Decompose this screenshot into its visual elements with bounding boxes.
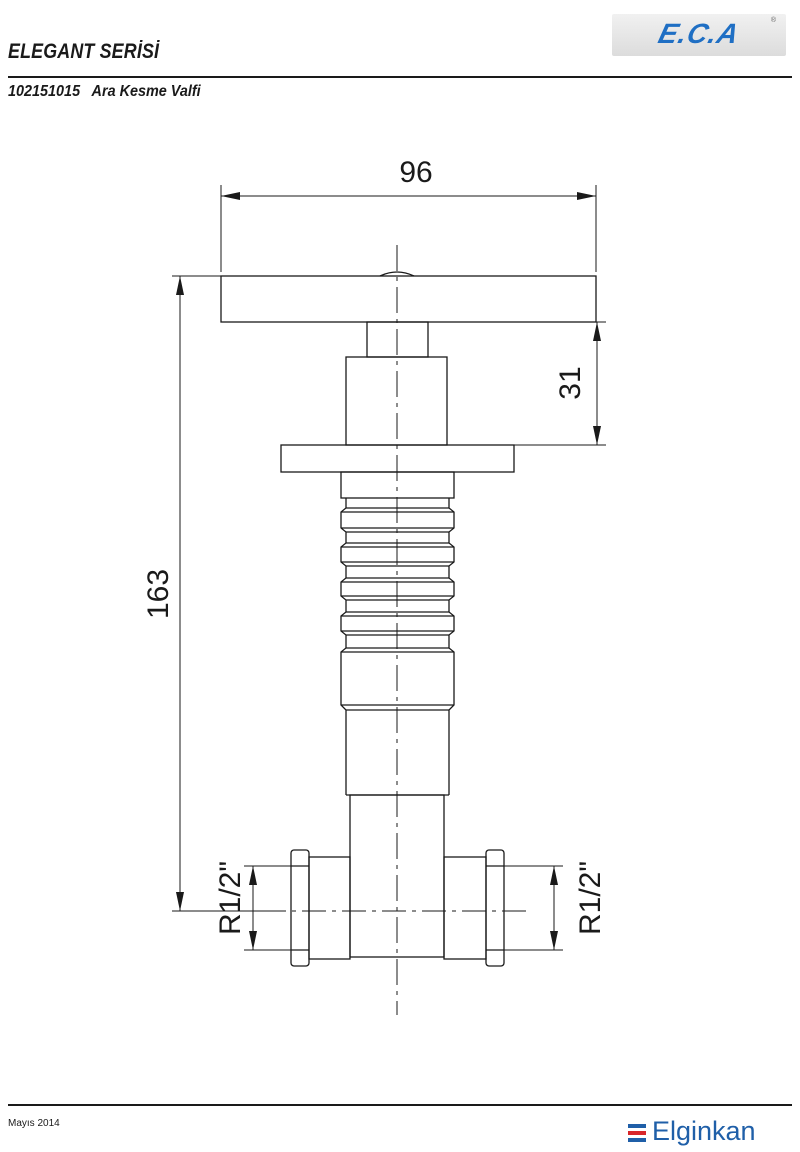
ribbed-sleeve (340, 498, 455, 795)
right-fitting (443, 856, 487, 960)
product-code: 102151015 (8, 83, 81, 100)
right-fitting-nut (485, 849, 505, 967)
elginkan-mark-icon (628, 1124, 648, 1144)
left-thread-label: R1/2" (214, 861, 247, 935)
footer-divider (8, 1104, 792, 1106)
left-fitting-nut (290, 849, 310, 967)
right-thread-label: R1/2" (574, 861, 607, 935)
registered-mark: ® (770, 17, 776, 24)
brand-name: Elginkan (652, 1116, 756, 1146)
width-dimension-label: 96 (399, 156, 432, 189)
header-divider (8, 76, 792, 78)
technical-drawing: 96 163 31 R1/2" R1/2" (142, 156, 607, 1015)
handle-bar (220, 275, 597, 323)
flange-neck (340, 471, 455, 499)
handle-cap (379, 271, 415, 277)
eca-logo: E.C.A ® (612, 14, 786, 56)
depth-dimension-label: 31 (554, 366, 587, 399)
footer-date: Mayıs 2014 (8, 1118, 60, 1129)
height-dimension-label: 163 (142, 569, 175, 619)
left-fitting (308, 856, 351, 960)
product-name: Ara Kesme Valfi (91, 83, 201, 100)
series-title: ELEGANT SERİSİ (8, 40, 160, 63)
product-heading: 102151015 Ara Kesme Valfi (8, 83, 201, 101)
